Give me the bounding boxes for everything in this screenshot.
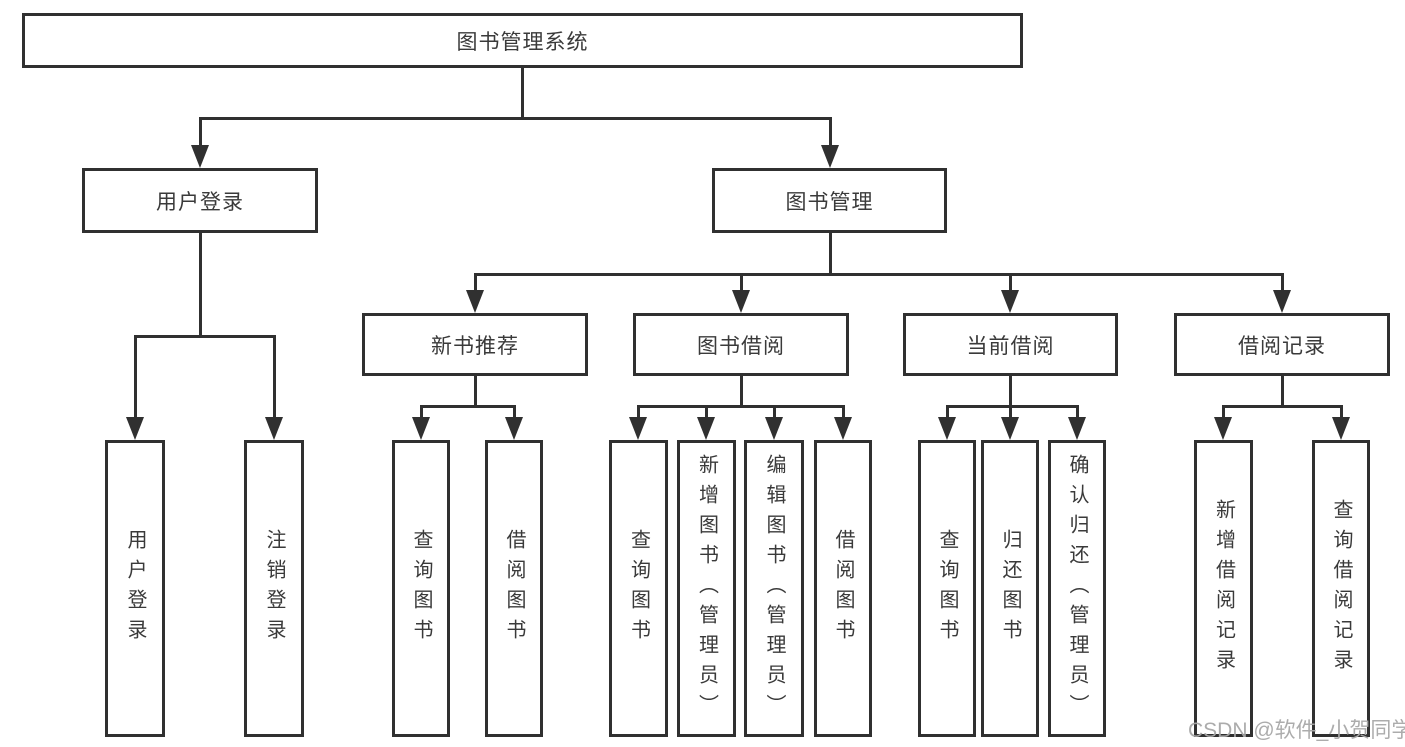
node-new-book-recommend-label: 新书推荐: [431, 334, 519, 358]
connector-bookmgmt-stem: [828, 233, 832, 276]
node-user-login-label: 用户登录: [156, 190, 244, 214]
leaf-edit-book-admin-label: 编辑图书（管理员）: [763, 453, 785, 724]
connector-shaft-book-borrow: [739, 273, 743, 293]
connector-shaft-add-record: [1221, 405, 1225, 421]
connector-userlogin-stem: [198, 233, 202, 337]
leaf-query-borrow-record-label: 查询借阅记录: [1330, 498, 1352, 679]
leaf-add-book-admin-label: 新增图书（管理员）: [695, 453, 718, 724]
arrow-down-query-book-1: [412, 417, 430, 440]
leaf-user-login: 用户登录: [105, 440, 165, 737]
connector-bookborrow-stem: [739, 376, 743, 407]
arrow-down-query-record: [1332, 417, 1350, 440]
arrow-down-query-book-3: [938, 417, 956, 440]
leaf-query-book-1: 查询图书: [392, 440, 450, 737]
leaf-confirm-return-admin-label: 确认归还（管理员）: [1066, 453, 1088, 724]
node-borrow-records-label: 借阅记录: [1238, 334, 1326, 358]
leaf-borrow-book-1-label: 借阅图书: [503, 528, 525, 649]
connector-shaft-leaf-logout: [272, 335, 276, 421]
connector-shaft-query-book-2: [636, 405, 640, 421]
connector-borrowrecords-hline: [1221, 405, 1343, 408]
connector-shaft-leaf-user-login: [133, 335, 137, 421]
leaf-add-borrow-record: 新增借阅记录: [1194, 440, 1253, 737]
arrow-down-book-borrow: [732, 290, 750, 313]
leaf-logout-login-label: 注销登录: [263, 528, 285, 649]
arrow-down-borrow-records: [1273, 290, 1291, 313]
connector-shaft-borrow-records: [1280, 273, 1284, 293]
connector-bookmgmt-hline: [473, 273, 1284, 276]
connector-root-hline: [198, 117, 832, 120]
arrow-down-leaf-user-login: [126, 417, 144, 440]
connector-newbook-stem: [473, 376, 477, 407]
connector-shaft-current-borrow: [1008, 273, 1012, 293]
arrow-down-query-book-2: [629, 417, 647, 440]
connector-root-stem: [520, 68, 524, 117]
arrow-down-confirm-return: [1068, 417, 1086, 440]
leaf-borrow-book-2-label: 借阅图书: [832, 528, 854, 649]
arrow-down-leaf-logout: [265, 417, 283, 440]
leaf-borrow-book-2: 借阅图书: [814, 440, 872, 737]
node-library-system-label: 图书管理系统: [456, 30, 589, 54]
connector-shaft-new-book-recommend: [473, 273, 477, 293]
arrow-down-edit-book: [765, 417, 783, 440]
connector-userlogin-hline: [133, 335, 276, 338]
connector-shaft-query-record: [1339, 405, 1343, 421]
connector-currentborrow-stem: [1008, 376, 1012, 407]
leaf-borrow-book-1: 借阅图书: [485, 440, 543, 737]
leaf-add-borrow-record-label: 新增借阅记录: [1212, 498, 1235, 679]
connector-currentborrow-hline: [945, 405, 1079, 408]
connector-newbook-hline: [419, 405, 516, 408]
node-current-borrow: 当前借阅: [903, 313, 1118, 376]
leaf-add-book-admin: 新增图书（管理员）: [677, 440, 736, 737]
arrow-down-borrow-book-2: [834, 417, 852, 440]
connector-shaft-add-book: [704, 405, 708, 421]
leaf-query-book-2: 查询图书: [609, 440, 668, 737]
connector-borrowrecords-stem: [1280, 376, 1284, 407]
arrow-down-add-record: [1214, 417, 1232, 440]
arrow-down-new-book-recommend: [466, 290, 484, 313]
arrow-down-current-borrow: [1001, 290, 1019, 313]
arrow-down-borrow-book-1: [505, 417, 523, 440]
node-library-system: 图书管理系统: [22, 13, 1023, 68]
leaf-confirm-return-admin: 确认归还（管理员）: [1048, 440, 1106, 737]
node-book-management-label: 图书管理: [785, 190, 874, 214]
connector-shaft-user-login: [198, 117, 202, 147]
connector-shaft-query-book-3: [945, 405, 949, 421]
connector-shaft-borrow-book-1: [512, 405, 516, 421]
connector-bookborrow-hline: [636, 405, 845, 408]
node-book-borrow-label: 图书借阅: [697, 334, 785, 358]
arrow-down-return-book: [1001, 417, 1019, 440]
leaf-query-book-3: 查询图书: [918, 440, 976, 737]
leaf-logout-login: 注销登录: [244, 440, 304, 737]
node-new-book-recommend: 新书推荐: [362, 313, 588, 376]
csdn-watermark: CSDN @软件_小贺同学: [1188, 719, 1405, 742]
connector-shaft-book-management: [828, 117, 832, 147]
arrow-down-user-login: [191, 145, 209, 168]
connector-shaft-edit-book: [772, 405, 776, 421]
leaf-return-book: 归还图书: [981, 440, 1039, 737]
connector-shaft-confirm-return: [1075, 405, 1079, 421]
node-book-borrow: 图书借阅: [633, 313, 849, 376]
leaf-edit-book-admin: 编辑图书（管理员）: [744, 440, 804, 737]
leaf-query-borrow-record: 查询借阅记录: [1312, 440, 1370, 737]
node-borrow-records: 借阅记录: [1174, 313, 1390, 376]
node-user-login: 用户登录: [82, 168, 318, 233]
node-book-management: 图书管理: [712, 168, 947, 233]
arrow-down-add-book: [697, 417, 715, 440]
arrow-down-book-management: [821, 145, 839, 168]
connector-shaft-borrow-book-2: [841, 405, 845, 421]
leaf-query-book-1-label: 查询图书: [410, 528, 432, 649]
leaf-return-book-label: 归还图书: [999, 528, 1021, 649]
leaf-query-book-3-label: 查询图书: [936, 528, 958, 649]
node-current-borrow-label: 当前借阅: [966, 334, 1055, 358]
leaf-user-login-label: 用户登录: [124, 528, 146, 649]
connector-shaft-query-book-1: [419, 405, 423, 421]
leaf-query-book-2-label: 查询图书: [627, 528, 650, 649]
connector-shaft-return-book: [1008, 405, 1012, 421]
